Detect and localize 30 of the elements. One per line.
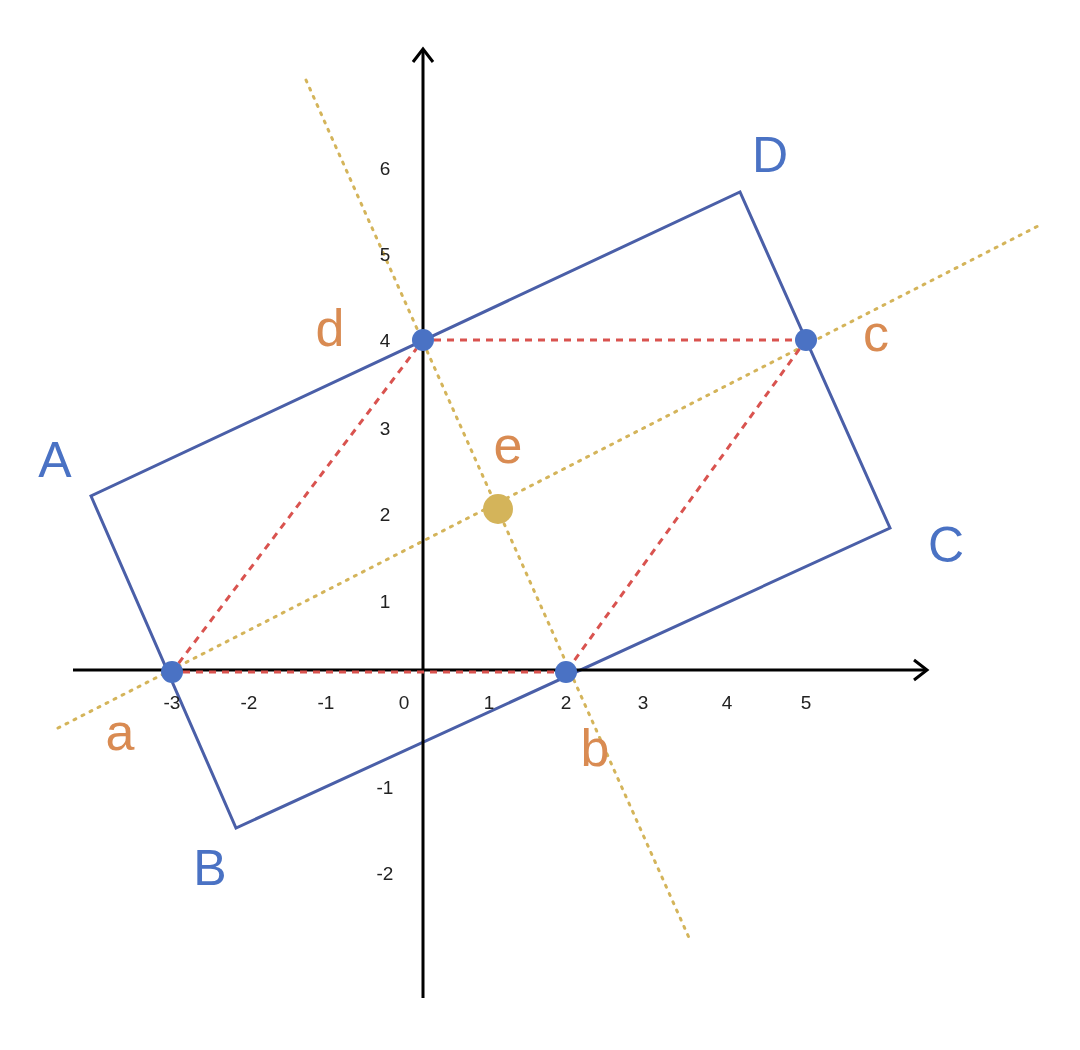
tick-label: 2 (379, 504, 391, 524)
tick-label: 6 (379, 158, 391, 178)
vertex-label: C (927, 520, 965, 570)
tick-label: -2 (240, 692, 258, 712)
dashed-line (571, 348, 801, 664)
dashed-line (434, 338, 795, 342)
point-label: d (315, 302, 345, 354)
tick-label: 1 (379, 591, 391, 611)
tick-label: 0 (398, 692, 410, 712)
point-label: c (863, 307, 889, 359)
vertex-label: A (38, 435, 72, 485)
tick-label: -2 (376, 863, 394, 883)
tick-label: 3 (379, 418, 391, 438)
tick-label: -1 (376, 777, 394, 797)
tick-label: 5 (379, 244, 391, 264)
tick-label: 2 (560, 692, 572, 712)
tick-label: 4 (721, 692, 733, 712)
dashed-line (183, 670, 555, 674)
tick-label: -1 (317, 692, 335, 712)
vertex-label: B (193, 843, 227, 893)
point-label: e (493, 419, 523, 471)
tick-label: 1 (483, 692, 495, 712)
point-label: a (105, 706, 135, 758)
vertex-label: D (751, 130, 789, 180)
tick-label: 5 (800, 692, 812, 712)
tick-label: -3 (163, 692, 181, 712)
dashed-line (177, 347, 418, 665)
tick-label: 3 (637, 692, 649, 712)
point-label: b (580, 722, 610, 774)
tick-label: 4 (379, 330, 391, 350)
